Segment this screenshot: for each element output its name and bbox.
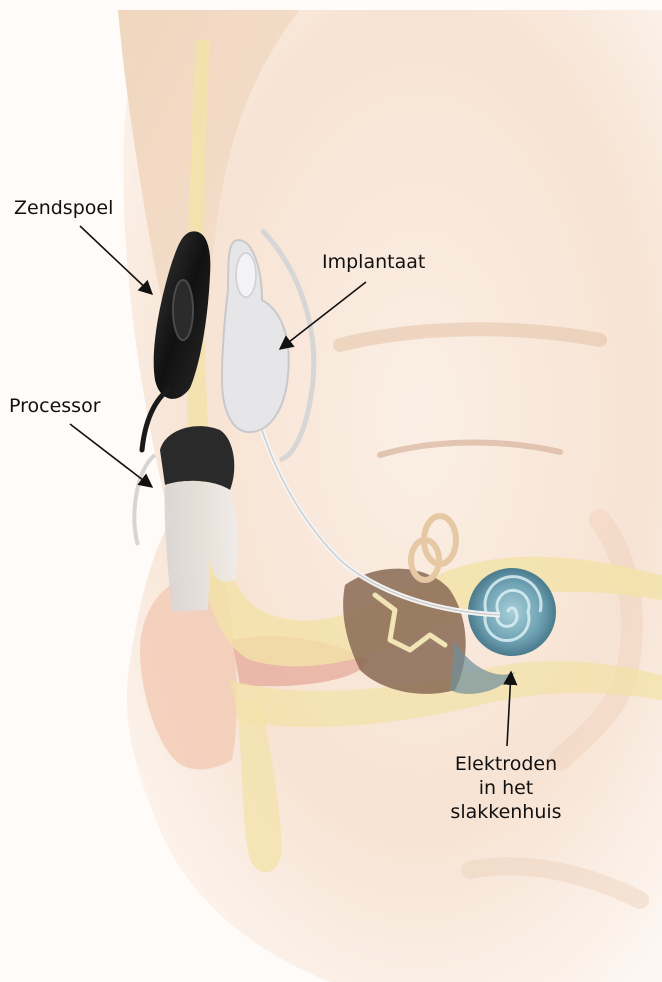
label-elektroden-line-3: slakkenhuis xyxy=(426,800,586,824)
processor-top xyxy=(160,426,234,490)
label-zendspoel: Zendspoel xyxy=(14,196,113,220)
label-elektroden-line-1: Elektroden xyxy=(426,752,586,776)
label-implantaat: Implantaat xyxy=(322,250,425,274)
label-elektroden-line-2: in het xyxy=(426,776,586,800)
label-elektroden: Elektroden in het slakkenhuis xyxy=(426,752,586,824)
coil-center xyxy=(173,280,193,340)
label-processor: Processor xyxy=(9,394,101,418)
implant-magnet xyxy=(236,253,256,297)
